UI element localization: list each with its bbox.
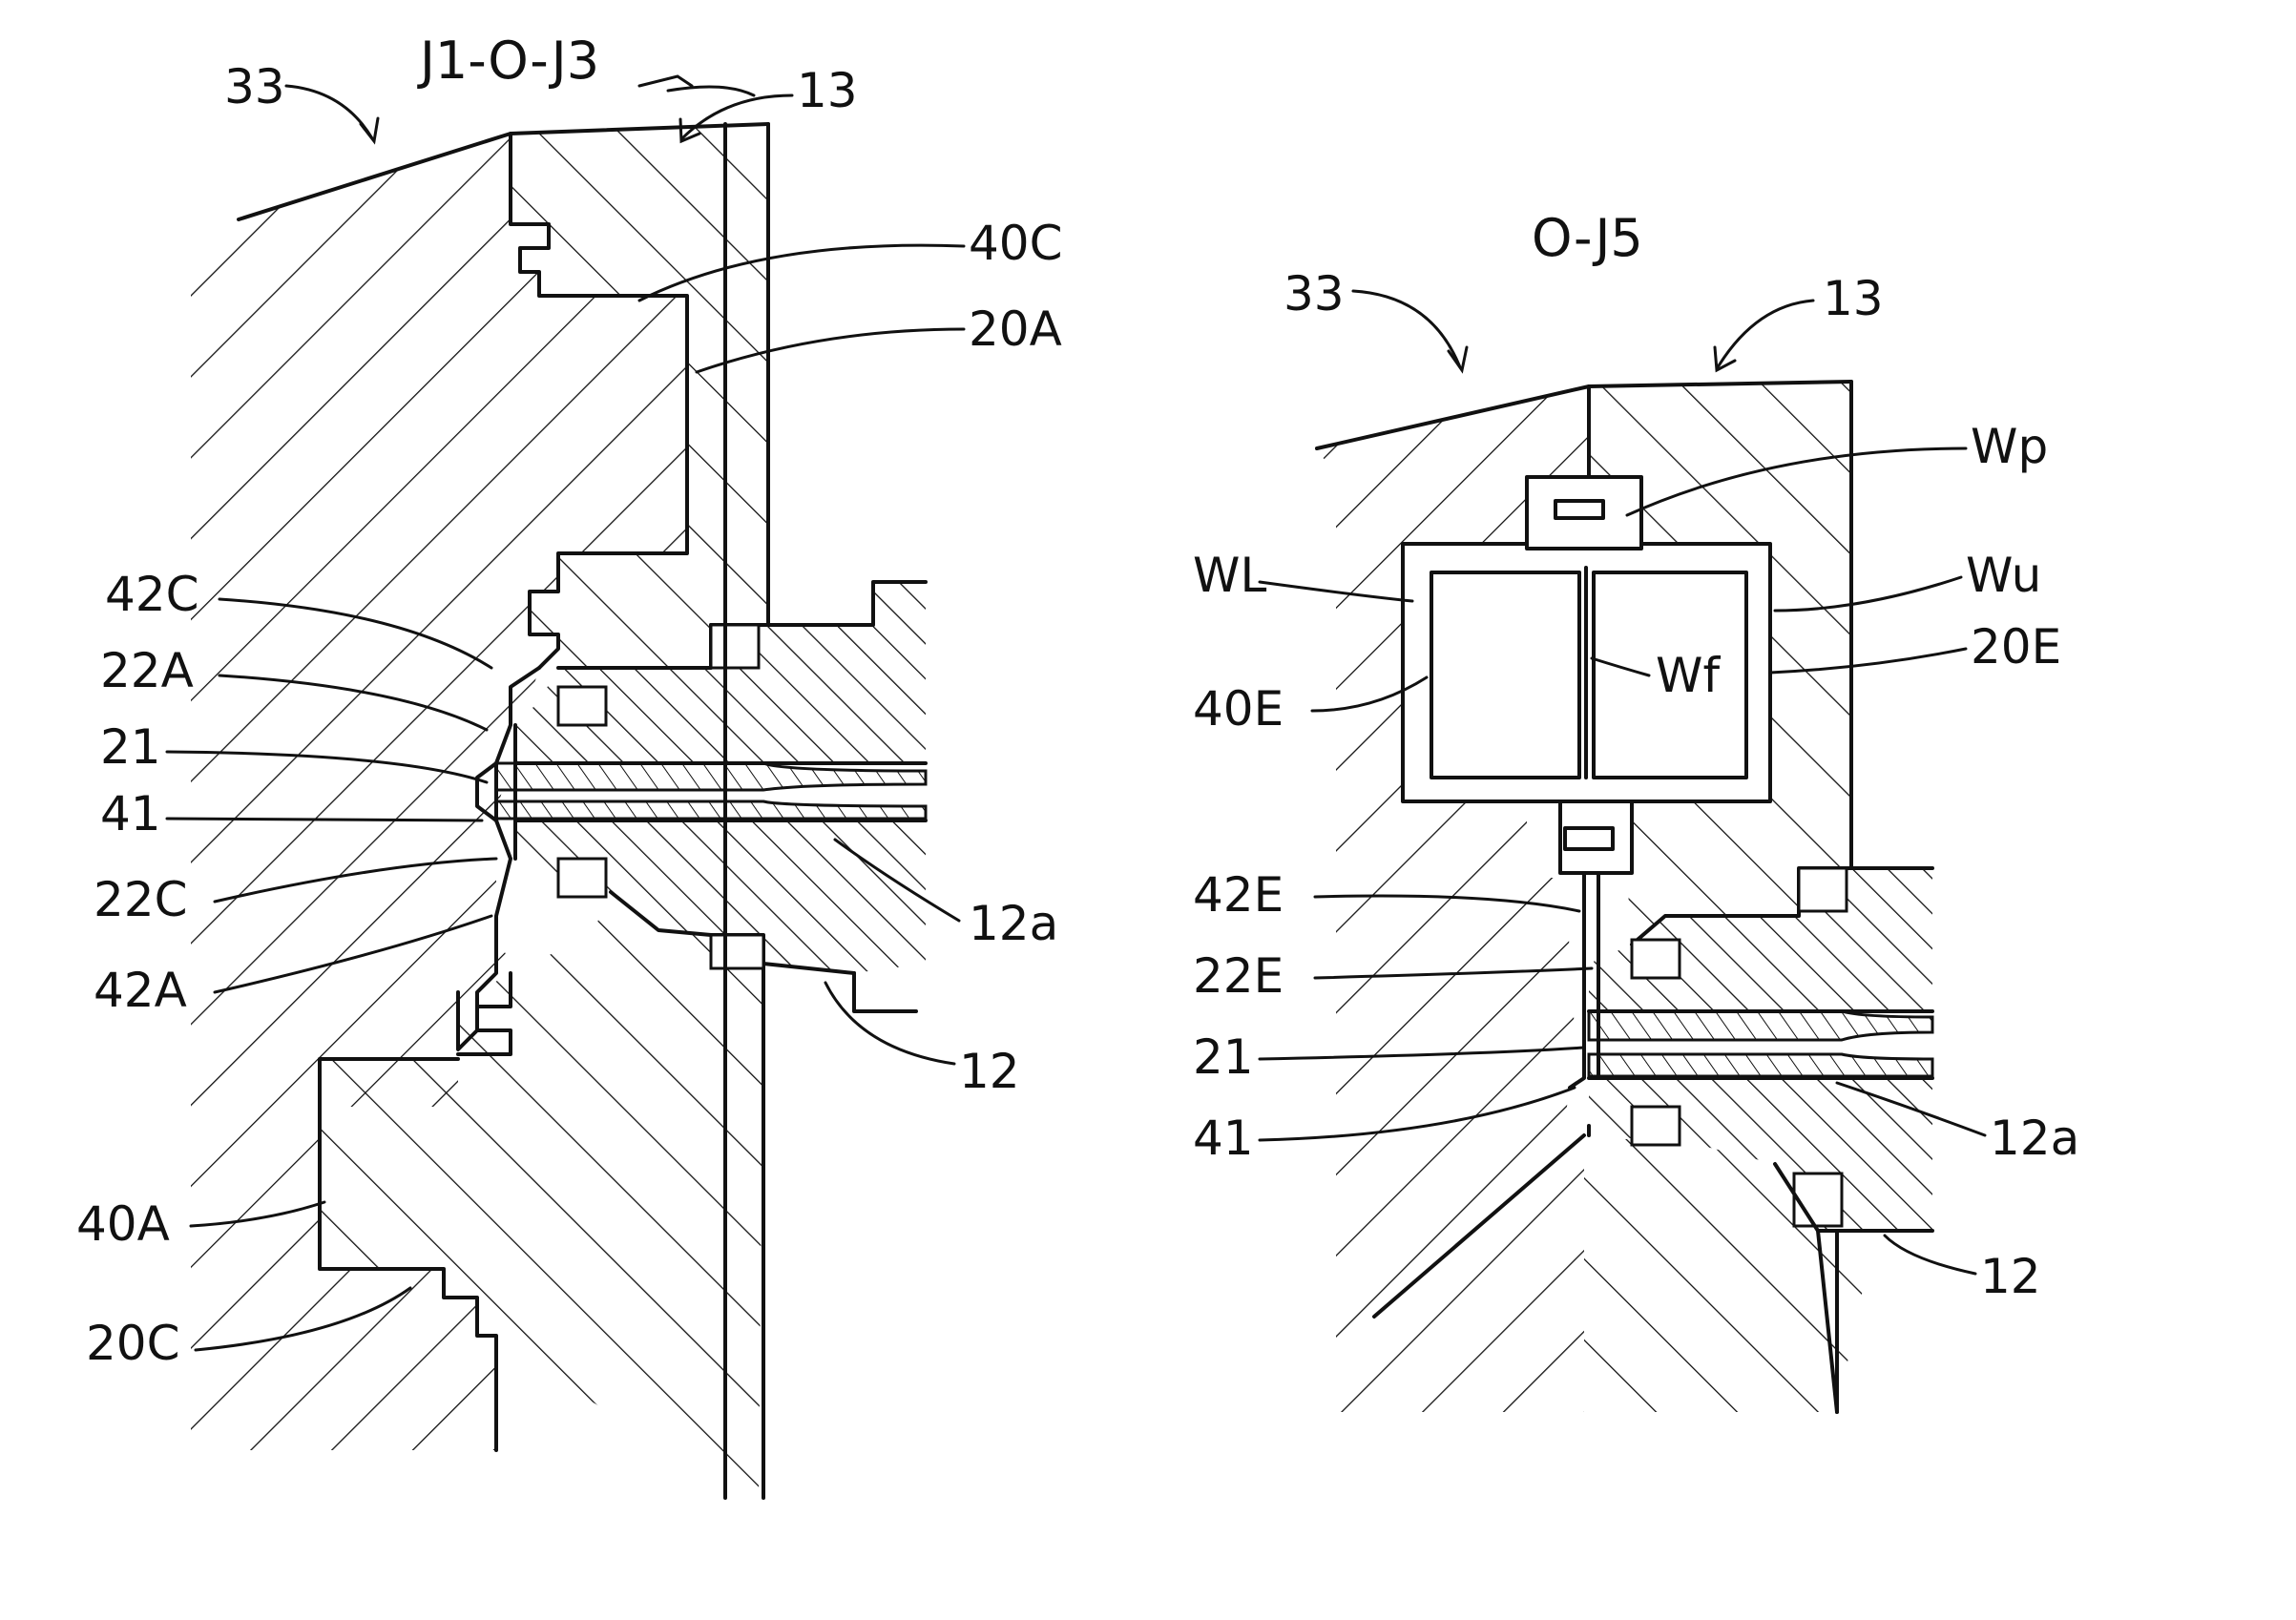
right-seal-upper <box>1632 940 1680 978</box>
left-seal-upper <box>558 687 606 725</box>
left-label-40A: 40A <box>76 1196 170 1252</box>
right-label-21: 21 <box>1193 1029 1254 1085</box>
right-label-42E: 42E <box>1193 867 1284 923</box>
right-label-41: 41 <box>1193 1111 1254 1166</box>
left-label-42C: 42C <box>105 567 199 622</box>
left-label-21: 21 <box>100 719 161 775</box>
left-seal-lower-right <box>711 935 763 968</box>
right-label-Wf: Wf <box>1656 648 1721 703</box>
right-label-40E: 40E <box>1193 681 1284 737</box>
right-seal-lower <box>1632 1107 1680 1145</box>
right-tube-12a <box>1589 1011 1932 1040</box>
right-label-Wu: Wu <box>1966 548 2041 603</box>
left-tube-12a-lower <box>496 801 926 819</box>
left-label-13: 13 <box>797 63 858 118</box>
right-label-20E: 20E <box>1971 619 2061 675</box>
right-tube-12a-lower <box>1589 1054 1932 1076</box>
left-label-12a: 12a <box>969 896 1058 951</box>
right-label-13: 13 <box>1823 271 1884 326</box>
left-label-33: 33 <box>224 59 285 114</box>
figure-left <box>191 76 926 1498</box>
left-label-20C: 20C <box>86 1316 180 1371</box>
left-label-41: 41 <box>100 786 161 841</box>
left-label-42A: 42A <box>94 963 187 1018</box>
right-seal-lower-right <box>1794 1173 1842 1226</box>
left-title: J1-O-J3 <box>417 31 599 91</box>
left-label-12: 12 <box>959 1044 1020 1099</box>
right-label-WL: WL <box>1193 548 1266 603</box>
right-label-22E: 22E <box>1193 948 1284 1004</box>
vessel-chamber-left <box>1431 572 1579 778</box>
left-label-22C: 22C <box>94 872 188 927</box>
left-seal-lower <box>558 859 606 897</box>
left-tube-12a <box>496 763 926 790</box>
right-label-Wp: Wp <box>1971 419 2048 474</box>
left-label-20A: 20A <box>969 301 1062 357</box>
left-seal-upper-right <box>711 625 759 668</box>
left-label-40C: 40C <box>969 216 1063 271</box>
right-title: O-J5 <box>1532 208 1643 268</box>
right-label-12: 12 <box>1980 1249 2041 1304</box>
right-label-33: 33 <box>1284 266 1345 322</box>
right-seal-upper-right <box>1799 868 1847 911</box>
left-label-22A: 22A <box>100 643 194 698</box>
right-label-12a: 12a <box>1990 1111 2079 1166</box>
